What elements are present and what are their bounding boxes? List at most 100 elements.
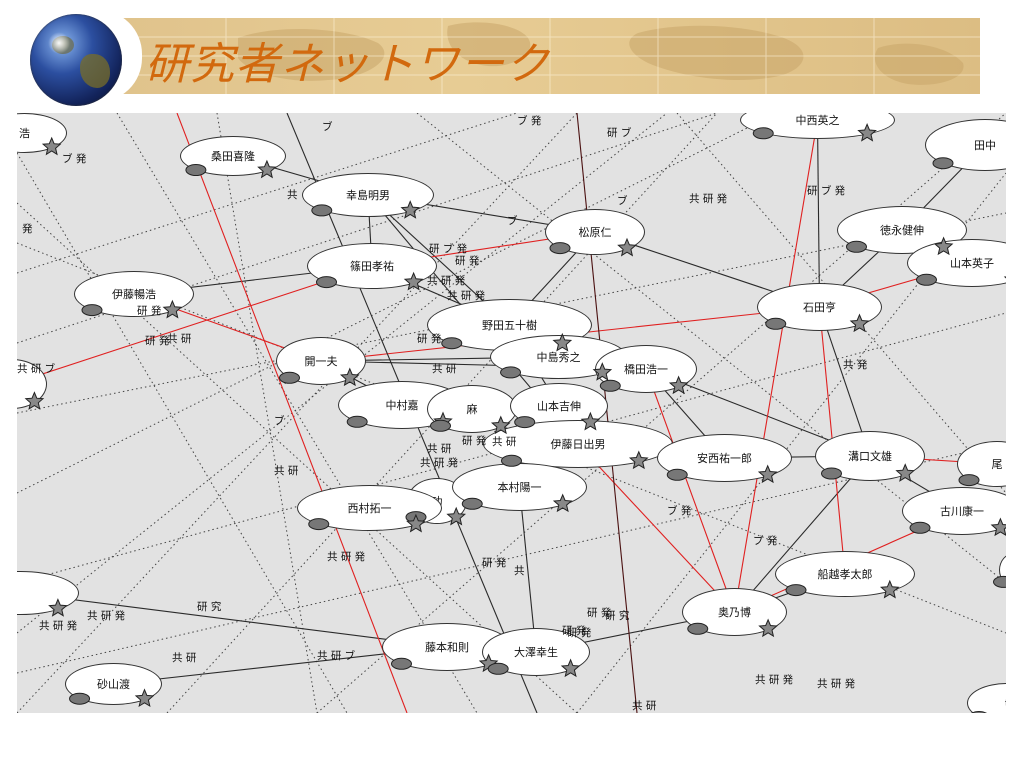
researcher-name: 徳永健伸 bbox=[880, 224, 924, 237]
star-icon bbox=[758, 618, 778, 638]
researcher-name: 幸島明男 bbox=[346, 189, 390, 202]
star-icon bbox=[41, 136, 62, 156]
edge-tag-label: 共 研 発 bbox=[327, 551, 366, 563]
star-icon bbox=[990, 517, 1006, 537]
dark-oval-pin-icon bbox=[391, 657, 412, 670]
edge-tag-label: ブ 発 bbox=[667, 505, 692, 517]
researcher-name: 桑田喜隆 bbox=[211, 150, 255, 163]
edge-tag-label: 共 研 ブ bbox=[17, 363, 56, 375]
star-icon bbox=[406, 513, 426, 533]
dark-oval-pin-icon bbox=[909, 521, 931, 534]
edge-tag-label: ブ bbox=[507, 215, 518, 227]
edge-tag-label: 共 bbox=[514, 565, 525, 577]
dark-oval-pin-icon bbox=[500, 366, 522, 379]
edge-tag-label: 共 研 発 bbox=[447, 290, 486, 302]
edge-tag-label: 研 発 bbox=[562, 625, 587, 637]
dark-oval-pin-icon bbox=[549, 242, 571, 255]
dark-oval-pin-icon bbox=[765, 317, 787, 330]
star-icon bbox=[628, 450, 649, 470]
dark-oval-pin-icon bbox=[279, 371, 300, 384]
star-icon bbox=[1003, 276, 1006, 279]
researcher-name: 奥乃博 bbox=[718, 606, 751, 619]
edge-tag-label: 共 bbox=[287, 189, 298, 201]
star-icon bbox=[757, 464, 778, 484]
edge-tag-label: ブ 発 bbox=[62, 153, 87, 165]
collab-edge bbox=[20, 592, 448, 648]
researcher-name: 石田亨 bbox=[803, 301, 836, 314]
edge-tag-label: 共 研 発 bbox=[689, 193, 728, 205]
star-icon bbox=[400, 200, 421, 219]
star-icon bbox=[48, 598, 68, 617]
related-edge bbox=[577, 443, 735, 613]
star-icon bbox=[617, 237, 637, 257]
edge-tag-label: 共 研 bbox=[172, 652, 197, 664]
globe-land-shape bbox=[80, 54, 110, 88]
dark-oval-pin-icon bbox=[185, 164, 207, 176]
star-icon bbox=[857, 123, 877, 142]
dotted-edge bbox=[676, 113, 1006, 494]
header-area: 研究者ネットワーク bbox=[0, 0, 1024, 110]
edge-tag-label: 共 研 発 bbox=[427, 275, 466, 287]
dark-oval-pin-icon bbox=[785, 584, 807, 597]
researcher-name: 松原仁 bbox=[578, 226, 612, 239]
dark-oval-pin-icon bbox=[487, 662, 509, 675]
dark-oval-pin-icon bbox=[666, 468, 688, 481]
network-diagram[interactable]: 浩桑田喜隆幸島明男松原仁中西英之田中徳永健伸山本英子篠田孝祐伊藤暢浩野田五十樹石… bbox=[17, 113, 1006, 713]
dark-oval-pin-icon bbox=[311, 204, 333, 217]
edge-tag-label: 共 研 発 bbox=[39, 620, 78, 632]
star-icon bbox=[24, 391, 45, 410]
researcher-name: 山本吉伸 bbox=[537, 400, 581, 413]
star-icon bbox=[933, 236, 954, 256]
dark-oval-pin-icon bbox=[441, 337, 463, 350]
edge-tag-label: 研 発 bbox=[462, 435, 487, 447]
edge-tag-label: ブ bbox=[617, 195, 628, 207]
world-map-background bbox=[118, 18, 980, 94]
researcher-name: 中西英之 bbox=[795, 114, 840, 127]
researcher-name: 開一夫 bbox=[304, 355, 338, 368]
node-markers bbox=[24, 123, 1006, 713]
edge-tag-label: 共 研 bbox=[427, 443, 452, 455]
star-icon bbox=[592, 362, 613, 381]
dark-oval-pin-icon bbox=[993, 575, 1006, 588]
researcher-name: 安西祐一郎 bbox=[697, 452, 752, 465]
edge-tag-label: 共 研 bbox=[632, 700, 657, 712]
edge-tag-label: 共 研 発 bbox=[87, 610, 126, 622]
edge-tag-label: 研 究 bbox=[197, 601, 222, 613]
researcher-name: 溝口文雄 bbox=[848, 450, 892, 463]
edge-tag-label: 研 究 bbox=[605, 610, 630, 622]
star-icon bbox=[552, 332, 573, 352]
edge-tag-label: 共 研 発 bbox=[420, 457, 459, 469]
dark-oval-pin-icon bbox=[501, 454, 522, 467]
star-icon bbox=[446, 506, 467, 526]
dark-oval-pin-icon bbox=[69, 692, 91, 705]
edge-tag-label: 研 発 bbox=[482, 557, 507, 569]
edge-tag-label: 共 研 発 bbox=[755, 674, 794, 686]
dark-oval-pin-icon bbox=[932, 157, 954, 170]
star-icon bbox=[339, 367, 360, 387]
edge-tag-label: 研 発 bbox=[587, 607, 612, 619]
researcher-name: t bbox=[1005, 697, 1006, 710]
related-edge bbox=[645, 368, 736, 613]
researcher-node[interactable]: 中西英之 bbox=[740, 113, 895, 139]
dark-oval-pin-icon bbox=[346, 415, 368, 428]
researcher-name: 大澤幸生 bbox=[514, 646, 558, 659]
star-icon bbox=[257, 159, 277, 179]
star-icon bbox=[162, 299, 183, 319]
researcher-name: 伊藤暢浩 bbox=[112, 288, 156, 301]
related-edge bbox=[733, 119, 819, 613]
edge-tag-label: 研 発 bbox=[145, 335, 170, 347]
star-icon bbox=[552, 493, 573, 513]
dark-oval-pin-icon bbox=[971, 711, 987, 713]
edge-tag-label: 共 研 発 bbox=[817, 678, 856, 690]
researcher-name: 古川康一 bbox=[940, 505, 984, 518]
edge-tag-label: 共 発 bbox=[843, 359, 868, 371]
researcher-name: 尾 bbox=[991, 458, 1003, 471]
dark-oval-pin-icon bbox=[599, 379, 621, 392]
researcher-name: 中島秀之 bbox=[536, 351, 581, 364]
researcher-name: 船越孝太郎 bbox=[817, 568, 873, 581]
edge-tag-label: 共 研 bbox=[432, 363, 457, 375]
researcher-name: 伊藤日出男 bbox=[550, 438, 606, 451]
researcher-name: 砂山渡 bbox=[97, 678, 130, 691]
star-icon bbox=[403, 271, 424, 291]
edge-tag-label: ブ 発 bbox=[753, 535, 778, 547]
